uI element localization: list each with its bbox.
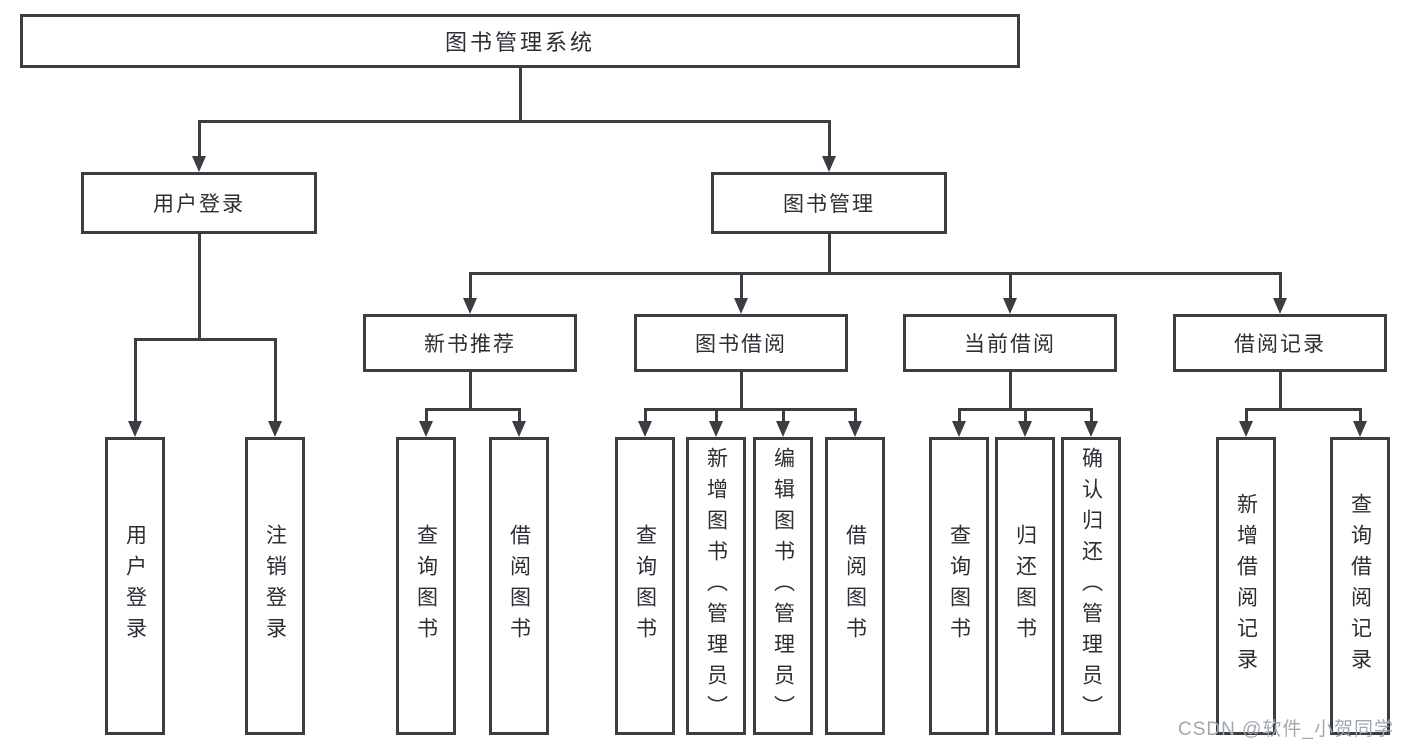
connector-line [740,372,743,408]
node-borrow-records: 借阅记录 [1173,314,1387,372]
connector-line [469,272,1281,275]
arrow-down-icon [822,156,836,172]
leaf-logout: 注销登录 [245,437,305,735]
arrow-down-icon [268,421,282,437]
node-label: 归还图书 [1013,524,1037,648]
connector-line [198,234,201,338]
connector-line [1009,272,1012,298]
connector-line [469,372,472,408]
node-label: 图书借阅 [695,333,787,356]
connector-line [715,408,718,421]
connector-line [1245,408,1248,421]
connector-line [519,68,522,120]
arrow-down-icon [952,421,966,437]
node-label: 用户登录 [123,524,147,648]
arrow-down-icon [734,298,748,314]
node-label: 查询图书 [633,524,657,648]
leaf-add-borrow-record: 新增借阅记录 [1216,437,1276,735]
connector-line [1279,272,1282,298]
arrow-down-icon [1239,421,1253,437]
connector-line [134,338,276,341]
leaf-return-books: 归还图书 [995,437,1055,735]
node-label: 查询图书 [414,524,438,648]
node-label: 确认归还（管理员） [1079,446,1103,726]
connector-line [782,408,785,421]
node-label: 注销登录 [263,524,287,648]
connector-line [1359,408,1362,421]
leaf-add-book-admin: 新增图书（管理员） [686,437,746,735]
connector-line [198,120,831,123]
arrow-down-icon [128,421,142,437]
node-label: 编辑图书（管理员） [771,446,795,726]
connector-line [134,338,137,421]
arrow-down-icon [1084,421,1098,437]
connector-line [1009,372,1012,408]
connector-line [958,408,961,421]
connector-line [740,272,743,298]
leaf-user-login: 用户登录 [105,437,165,735]
leaf-borrow-books-recommend: 借阅图书 [489,437,549,735]
connector-line [1024,408,1027,421]
node-label: 图书管理 [783,193,875,216]
connector-line [1245,408,1361,411]
connector-line [644,408,856,411]
node-new-book-recommend: 新书推荐 [363,314,577,372]
leaf-edit-book-admin: 编辑图书（管理员） [753,437,813,735]
connector-line [644,408,647,421]
arrow-down-icon [1003,298,1017,314]
connector-line [854,408,857,421]
arrow-down-icon [512,421,526,437]
node-label: 新增借阅记录 [1234,493,1258,679]
leaf-borrow-books-borrowing: 借阅图书 [825,437,885,735]
leaf-query-books-borrowing: 查询图书 [615,437,675,735]
node-label: 借阅图书 [843,524,867,648]
node-label: 查询图书 [947,524,971,648]
connector-line [198,120,201,158]
node-label: 查询借阅记录 [1348,493,1372,679]
connector-line [425,408,520,411]
leaf-query-books-recommend: 查询图书 [396,437,456,735]
node-label: 图书管理系统 [444,30,595,55]
arrow-down-icon [463,298,477,314]
leaf-query-books-current: 查询图书 [929,437,989,735]
connector-line [1279,372,1282,408]
node-label: 用户登录 [153,193,245,216]
node-label: 新增图书（管理员） [704,446,728,726]
node-current-borrowing: 当前借阅 [903,314,1117,372]
arrow-down-icon [848,421,862,437]
connector-line [828,120,831,158]
connector-line [274,338,277,421]
connector-line [828,234,831,272]
arrow-down-icon [1018,421,1032,437]
leaf-query-borrow-record: 查询借阅记录 [1330,437,1390,735]
arrow-down-icon [419,421,433,437]
node-library-system: 图书管理系统 [20,14,1020,68]
watermark: CSDN @软件_小贺同学 [1178,719,1394,740]
arrow-down-icon [1353,421,1367,437]
node-label: 借阅记录 [1234,333,1326,356]
arrow-down-icon [638,421,652,437]
arrow-down-icon [192,156,206,172]
leaf-confirm-return-admin: 确认归还（管理员） [1061,437,1121,735]
arrow-down-icon [709,421,723,437]
connector-line [1090,408,1093,421]
arrow-down-icon [776,421,790,437]
connector-line [425,408,428,421]
node-book-management: 图书管理 [711,172,947,234]
node-label: 新书推荐 [424,333,516,356]
node-book-borrowing: 图书借阅 [634,314,848,372]
connector-line [518,408,521,421]
arrow-down-icon [1273,298,1287,314]
connector-line [469,272,472,298]
node-label: 当前借阅 [964,333,1056,356]
node-user-login: 用户登录 [81,172,317,234]
node-label: 借阅图书 [507,524,531,648]
